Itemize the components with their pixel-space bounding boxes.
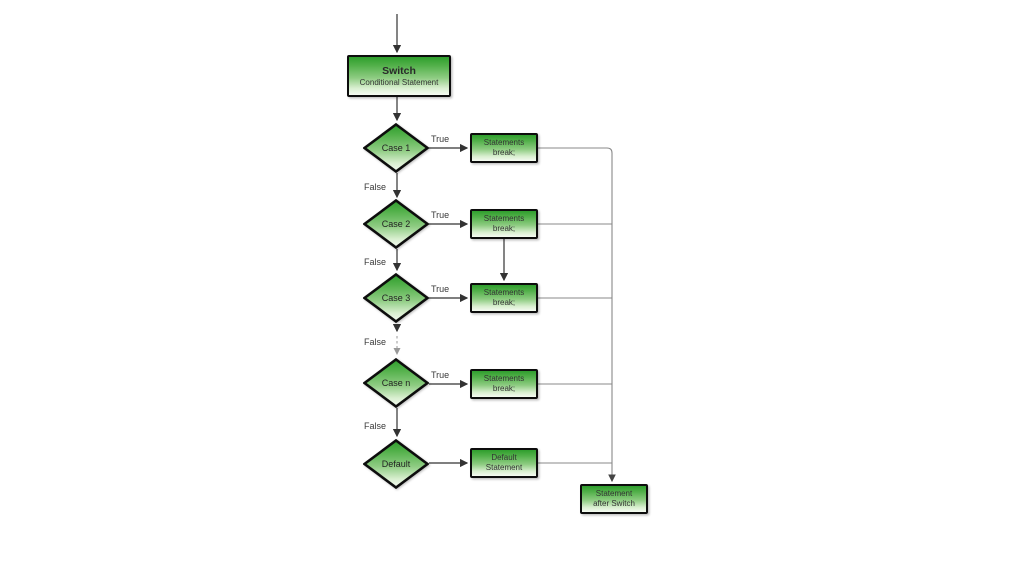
false-label-case-1: False bbox=[364, 182, 387, 192]
true-label-case-3: True bbox=[431, 284, 450, 294]
diamond-case-1-label: Case 1 bbox=[381, 143, 411, 153]
statements-box-line1: Statements bbox=[483, 288, 525, 297]
diamond-default: Default bbox=[363, 439, 429, 489]
rail-box1-to-end bbox=[538, 147, 616, 483]
switch-subtitle: Conditional Statement bbox=[359, 77, 439, 87]
statements-box-line2: break; bbox=[492, 148, 516, 157]
diamond-shape bbox=[363, 273, 429, 323]
end-box-line1: Statement bbox=[595, 489, 633, 498]
diamond-shape bbox=[363, 439, 429, 489]
diamond-default-label: Default bbox=[381, 459, 411, 469]
statements-box-line2: break; bbox=[492, 224, 516, 233]
statements-box-case-1: Statements break; bbox=[470, 133, 538, 163]
statements-box-case-2: Statements break; bbox=[470, 209, 538, 239]
statements-box-case-n: Statements break; bbox=[470, 369, 538, 399]
true-label-case-2: True bbox=[431, 210, 450, 220]
switch-node: Switch Conditional Statement bbox=[347, 55, 451, 97]
statements-box-line1: Statements bbox=[483, 374, 525, 383]
statements-box-line1: Statements bbox=[483, 214, 525, 223]
diamond-case-2: Case 2 bbox=[363, 199, 429, 249]
diamond-shape bbox=[363, 199, 429, 249]
switch-title: Switch bbox=[382, 64, 416, 77]
statement-after-switch-box: Statement after Switch bbox=[580, 484, 648, 514]
default-statement-line1: Default bbox=[491, 453, 517, 462]
statements-box-line2: break; bbox=[492, 384, 516, 393]
true-label-case-1: True bbox=[431, 134, 450, 144]
statements-box-line2: break; bbox=[492, 298, 516, 307]
false-label-case-n: False bbox=[364, 421, 387, 431]
diamond-shape bbox=[363, 123, 429, 173]
default-statement-box: Default Statement bbox=[470, 448, 538, 478]
diamond-case-3: Case 3 bbox=[363, 273, 429, 323]
diamond-shape bbox=[363, 358, 429, 408]
diamond-case-1: Case 1 bbox=[363, 123, 429, 173]
true-label-case-n: True bbox=[431, 370, 450, 380]
statements-box-case-3: Statements break; bbox=[470, 283, 538, 313]
false-label-case-2: False bbox=[364, 257, 387, 267]
false-label-case-3: False bbox=[364, 337, 387, 347]
statements-box-line1: Statements bbox=[483, 138, 525, 147]
end-box-line2: after Switch bbox=[593, 499, 635, 508]
diamond-case-2-label: Case 2 bbox=[381, 219, 411, 229]
diamond-case-n: Case n bbox=[363, 358, 429, 408]
diamond-case-n-label: Case n bbox=[381, 378, 411, 388]
diamond-case-3-label: Case 3 bbox=[381, 293, 411, 303]
default-statement-line2: Statement bbox=[485, 463, 523, 472]
